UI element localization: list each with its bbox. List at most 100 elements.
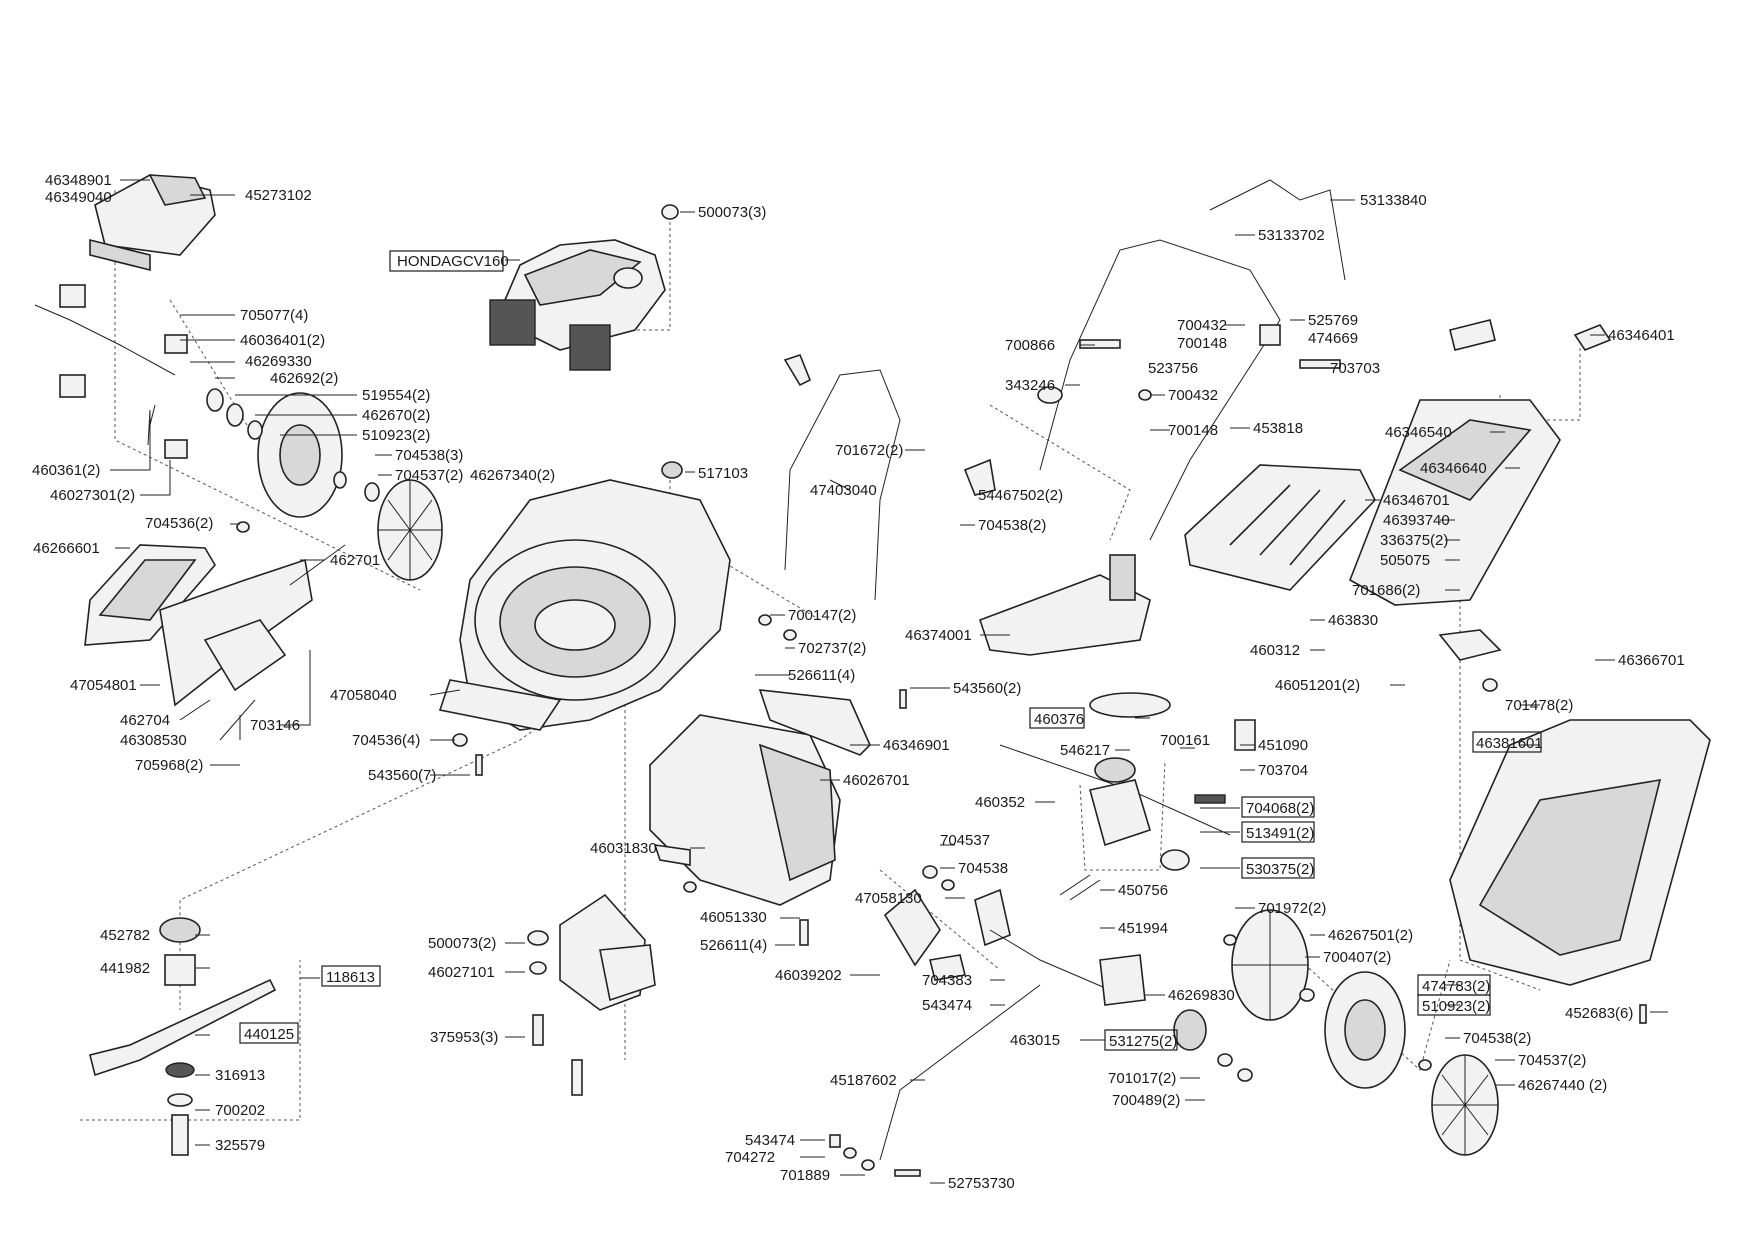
part-label: 452683(6) (1565, 1005, 1633, 1022)
part-label: 500073(3) (698, 204, 766, 221)
part-label: 543560(7) (368, 767, 436, 784)
part-label: 543560(2) (953, 680, 1021, 697)
part-label: 701672(2) (835, 442, 903, 459)
part-label: 704538(2) (978, 517, 1046, 534)
gearbox-drive (999, 692, 1256, 901)
part-label: 510923(2) (1422, 998, 1490, 1015)
part-label: 452782 (100, 927, 150, 944)
part-label: 703703 (1330, 360, 1380, 377)
part-label: 450756 (1118, 882, 1168, 899)
part-label: 705077(4) (240, 307, 308, 324)
part-label: 474669 (1308, 330, 1358, 347)
part-label: 546217 (1060, 742, 1110, 759)
part-label: 704536(2) (145, 515, 213, 532)
rear-wheel-left (206, 388, 443, 581)
part-label: 526611(4) (788, 667, 855, 684)
part-label: 701478(2) (1505, 697, 1573, 714)
part-label: 462704 (120, 712, 170, 729)
part-label: 700148 (1168, 422, 1218, 439)
part-label: 700147(2) (788, 607, 856, 624)
part-label: 700866 (1005, 337, 1055, 354)
part-label: 700489(2) (1112, 1092, 1180, 1109)
part-label: 517103 (698, 465, 748, 482)
part-label: 700432 (1177, 317, 1227, 334)
part-label: 343246 (1005, 377, 1055, 394)
part-label: 460376 (1034, 711, 1084, 728)
part-label: 440125 (244, 1026, 294, 1043)
part-label: 704537 (940, 832, 990, 849)
part-label: 46051330 (700, 909, 767, 926)
blade-assembly (89, 917, 277, 1156)
part-label: 701889 (780, 1167, 830, 1184)
part-label: 704537(2) (1518, 1052, 1586, 1069)
part-label: 46267440 (2) (1518, 1077, 1607, 1094)
part-label: 451994 (1118, 920, 1168, 937)
grass-bag (1449, 719, 1711, 986)
part-label: 46366701 (1618, 652, 1685, 669)
control-console (34, 174, 216, 459)
part-label: 46031830 (590, 840, 657, 857)
part-label: 530375(2) (1246, 861, 1314, 878)
part-label: 47054801 (70, 677, 137, 694)
part-number-labels: 46348901 46349040 45273102 705077(4) 460… (32, 172, 1685, 1192)
part-label: 703146 (250, 717, 300, 734)
part-label: 519554(2) (362, 387, 430, 404)
part-label: 46267340(2) (470, 467, 555, 484)
part-label: 46346901 (883, 737, 950, 754)
part-label: 441982 (100, 960, 150, 977)
part-label: 460352 (975, 794, 1025, 811)
part-label: 500073(2) (428, 935, 496, 952)
part-label: 53133702 (1258, 227, 1325, 244)
part-label: 704537(2) (395, 467, 463, 484)
part-label: 704538(3) (395, 447, 463, 464)
part-label: 53133840 (1360, 192, 1427, 209)
part-label: 47403040 (810, 482, 877, 499)
part-label: 451090 (1258, 737, 1308, 754)
mower-deck (438, 479, 731, 731)
part-label: 46393740 (1383, 512, 1450, 529)
part-label: 526611(4) (700, 937, 767, 954)
part-label: 701017(2) (1108, 1070, 1176, 1087)
grass-box-lid (1184, 319, 1612, 661)
part-label: 46269330 (245, 353, 312, 370)
upper-handle (1039, 179, 1346, 541)
part-label: 701686(2) (1352, 582, 1420, 599)
part-label: 463015 (1010, 1032, 1060, 1049)
part-label: 462670(2) (362, 407, 430, 424)
part-label: 47058040 (330, 687, 397, 704)
part-label: 46308530 (120, 732, 187, 749)
part-label: 336375(2) (1380, 532, 1448, 549)
part-label: 46346540 (1385, 424, 1452, 441)
part-label: 702737(2) (798, 640, 866, 657)
part-label: 46266601 (33, 540, 100, 557)
part-label: 703704 (1258, 762, 1308, 779)
part-label: 316913 (215, 1067, 265, 1084)
part-label: 700432 (1168, 387, 1218, 404)
flap-cover (978, 554, 1151, 656)
part-label: 705968(2) (135, 757, 203, 774)
part-label: 513491(2) (1246, 825, 1314, 842)
front-axle-assembly (879, 888, 1207, 1161)
part-label: 46051201(2) (1275, 677, 1360, 694)
part-label: 375953(3) (430, 1029, 498, 1046)
part-label: 46269830 (1168, 987, 1235, 1004)
part-label: 510923(2) (362, 427, 430, 444)
part-label: 46039202 (775, 967, 842, 984)
part-label: 463830 (1328, 612, 1378, 629)
part-label: 462692(2) (270, 370, 338, 387)
part-label: 52753730 (948, 1175, 1015, 1192)
part-label: 46267501(2) (1328, 927, 1413, 944)
engine (489, 239, 666, 371)
part-label: 46026701 (843, 772, 910, 789)
part-label: 460361(2) (32, 462, 100, 479)
part-label: 46027301(2) (50, 487, 135, 504)
part-label: 46381601 (1476, 735, 1543, 752)
rear-deflector (84, 544, 346, 740)
part-label: 460312 (1250, 642, 1300, 659)
part-label: 46027101 (428, 964, 495, 981)
part-label: 46346401 (1608, 327, 1675, 344)
part-label: 700148 (1177, 335, 1227, 352)
part-label: 704272 (725, 1149, 775, 1166)
part-label: 523756 (1148, 360, 1198, 377)
